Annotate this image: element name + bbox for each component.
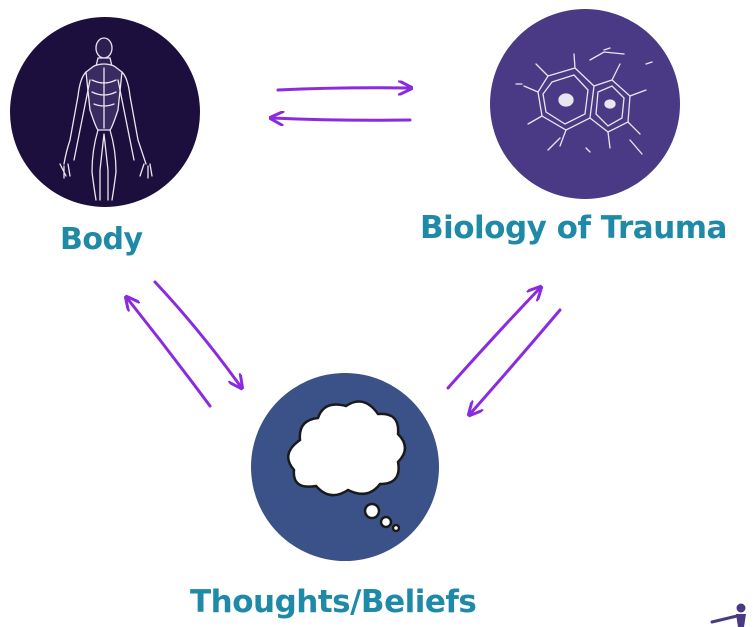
biology-circle (490, 9, 680, 199)
arrow-thoughts-to-biology (446, 288, 540, 390)
arrow-biology-to-body (272, 118, 412, 120)
body-label: Body (60, 222, 143, 257)
cell-diagram-icon (515, 47, 653, 155)
figure-logo-icon (710, 603, 746, 627)
biology-node (490, 9, 680, 199)
arrow-biology-to-thoughts (470, 308, 562, 414)
arrow-body-to-biology (276, 88, 410, 90)
arrows (127, 88, 562, 414)
thought-bubble-icon (287, 400, 407, 533)
thoughts-beliefs-label: Thoughts/Beliefs (190, 584, 477, 620)
arrow-thoughts-to-body (127, 298, 212, 408)
thoughts-node (251, 373, 439, 561)
human-anatomy-icon (59, 37, 153, 201)
body-node (10, 17, 200, 207)
arrow-body-to-thoughts (153, 280, 241, 387)
biology-of-trauma-label: Biology of Trauma (420, 210, 727, 246)
